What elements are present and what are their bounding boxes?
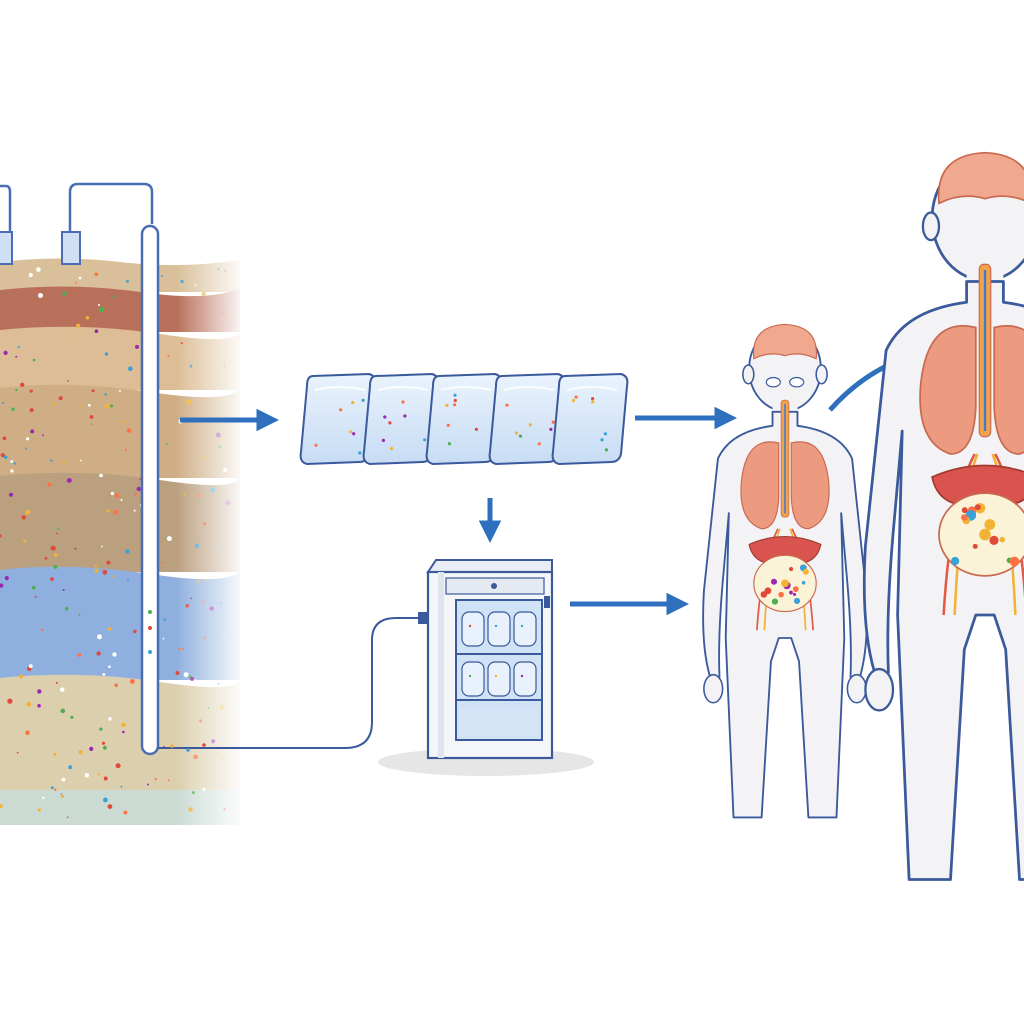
- left-lung-icon: [919, 325, 977, 455]
- cooler-bag: [487, 661, 511, 697]
- bag-particle: [453, 393, 457, 397]
- well-pipe: [0, 182, 154, 234]
- bag-particle: [447, 442, 451, 446]
- microparticle: [792, 592, 797, 596]
- water-bag: [551, 372, 629, 466]
- right-lung-icon: [790, 441, 830, 530]
- bag-particle: [403, 414, 407, 418]
- right-lung-icon: [993, 325, 1024, 455]
- bag-particle: [339, 408, 343, 412]
- bag-particle: [381, 438, 385, 442]
- bag-particle: [571, 398, 576, 403]
- liver-icon: [748, 536, 822, 565]
- bag-particle: [551, 420, 555, 424]
- bag-particle: [574, 395, 578, 399]
- bag-particle: [388, 421, 392, 425]
- microparticle: [974, 504, 981, 511]
- microparticle: [961, 507, 968, 514]
- microparticle: [792, 586, 799, 593]
- intestine-icon: [753, 554, 817, 613]
- bag-particle: [445, 403, 449, 407]
- microparticle: [771, 598, 779, 605]
- bag-particle: [603, 432, 608, 436]
- bag-particle: [514, 431, 519, 435]
- microparticle: [950, 556, 960, 566]
- bag-particle: [549, 427, 553, 431]
- child-figure: [702, 323, 868, 819]
- microparticle: [802, 568, 809, 575]
- bag-particle: [361, 398, 365, 402]
- microparticle: [770, 578, 778, 585]
- cooler-stored-bags: [460, 611, 538, 736]
- bag-particle: [604, 448, 609, 452]
- microparticle: [961, 514, 968, 521]
- bag-particle: [591, 400, 595, 404]
- well-intake-particles: [148, 610, 152, 654]
- microparticle: [764, 587, 772, 595]
- bag-particle: [446, 423, 450, 427]
- line-particles: [170, 743, 206, 752]
- bag-particle: [591, 397, 595, 401]
- cooler-bag: [461, 661, 485, 697]
- cooler-bag: [513, 661, 537, 697]
- microparticle: [788, 566, 794, 572]
- supply-line: [158, 617, 426, 749]
- microparticle: [999, 536, 1006, 543]
- bag-particle: [518, 434, 523, 438]
- water-cooler: [378, 559, 594, 776]
- soil-profile: [0, 182, 426, 830]
- water-bags: [299, 372, 629, 466]
- left-lung-icon: [740, 441, 780, 530]
- bag-particle: [537, 442, 541, 446]
- adult-figure: [862, 151, 1024, 881]
- bag-particle: [383, 415, 387, 419]
- bag-particle: [600, 438, 604, 442]
- bag-particle: [349, 430, 353, 434]
- well-casing: [140, 224, 160, 756]
- cooler-bag: [487, 611, 511, 647]
- bag-particle: [528, 423, 533, 427]
- cooler-bag: [513, 611, 537, 647]
- eye-icon: [789, 376, 805, 388]
- microparticle: [1009, 556, 1020, 567]
- brain-icon: [753, 323, 817, 360]
- brain-icon: [937, 151, 1024, 205]
- microparticle: [801, 580, 806, 585]
- cooler-bag: [461, 611, 485, 647]
- microparticle: [984, 519, 996, 530]
- microparticle: [778, 591, 784, 598]
- bag-particle: [474, 427, 478, 431]
- microparticle: [793, 597, 801, 604]
- microparticle: [989, 535, 999, 545]
- bag-particle: [352, 432, 356, 436]
- bag-particle: [453, 398, 457, 403]
- microparticle: [789, 590, 793, 595]
- bag-particle: [390, 446, 394, 451]
- bag-particle: [505, 403, 509, 407]
- bag-particle: [314, 443, 318, 447]
- bag-particle: [423, 438, 427, 442]
- bag-particle: [351, 401, 355, 405]
- bag-particle: [453, 403, 457, 407]
- intestine-icon: [938, 492, 1024, 577]
- microparticle: [972, 543, 978, 549]
- eye-icon: [765, 376, 781, 388]
- water-bag: [362, 372, 440, 466]
- bag-particle: [401, 400, 405, 404]
- bag-particle: [358, 451, 362, 455]
